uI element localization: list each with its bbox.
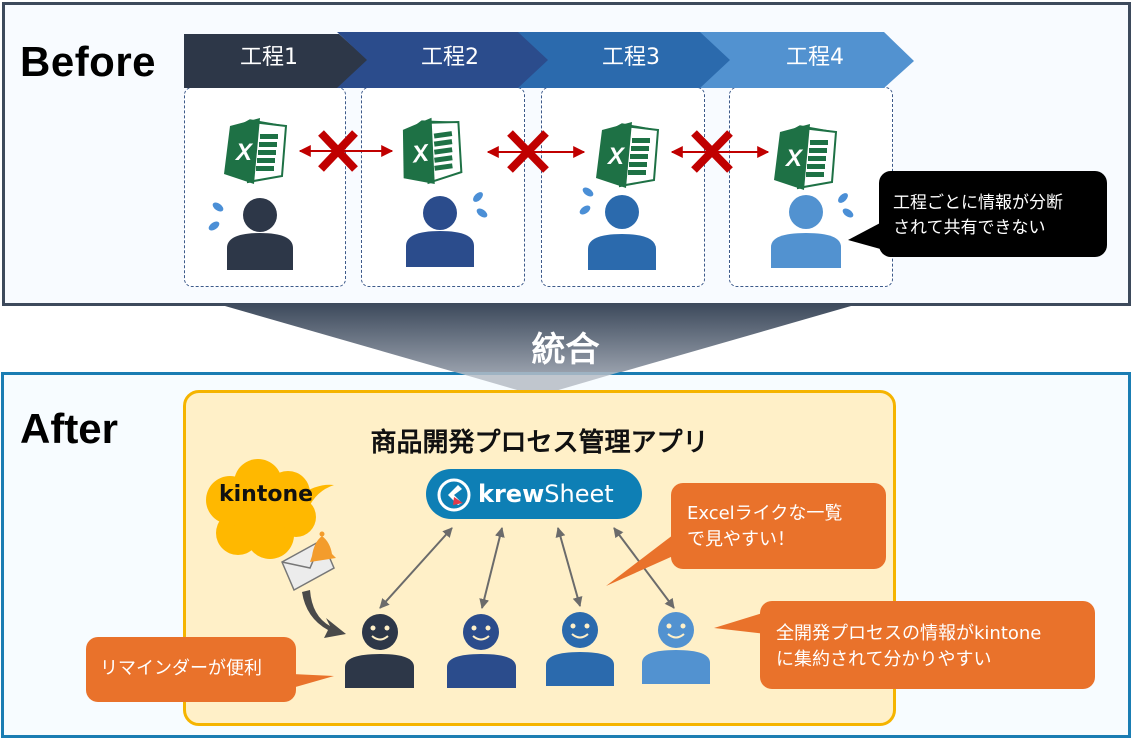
before-label: Before (20, 38, 157, 85)
aggregated-line-2: に集約されて分かりやすい (776, 649, 992, 670)
reminder-callout: リマインダーが便利 (86, 637, 296, 702)
krewsheet-label-regular: Sheet (544, 480, 614, 508)
worried-user-icon-1 (205, 198, 293, 270)
krewsheet-logo-icon (437, 478, 471, 512)
krewsheet-label: krewSheet (478, 480, 614, 508)
worried-user-icon-3 (576, 185, 656, 270)
step-label-1: 工程1 (240, 45, 298, 70)
excel-icon-1 (223, 117, 287, 185)
chevron-step-2 (337, 32, 550, 88)
reminder-line-1: リマインダーが便利 (100, 658, 262, 679)
callout-line-2: されて共有できない (893, 218, 1046, 238)
aggregated-callout-tail (714, 612, 766, 634)
kintone-cloud-icon (206, 459, 334, 559)
after-label: After (20, 405, 119, 452)
krewsheet-badge[interactable] (426, 469, 642, 519)
happy-user-icon-1 (345, 614, 414, 688)
worried-user-icon-4 (771, 190, 855, 268)
chevron-step-1 (184, 34, 369, 88)
excel-like-callout: Excelライクな一覧 で見やすい！ (671, 483, 886, 569)
aggregated-line-1: 全開発プロセスの情報がkintone (776, 623, 1042, 644)
worried-user-icon-2 (406, 189, 489, 267)
red-x-icon-2 (507, 130, 549, 173)
kintone-label: kintone (219, 482, 314, 507)
step-box-4 (729, 87, 893, 287)
step-label-4: 工程4 (786, 45, 844, 70)
funnel-tip (455, 372, 620, 396)
sync-arrow-user-2 (479, 527, 505, 609)
krewsheet-label-bold: krew (478, 480, 545, 508)
reminder-arrow (302, 590, 346, 638)
before-diagram-icons: X (205, 113, 884, 270)
mail-bell-icon (281, 531, 336, 592)
excel-icon-4 (773, 123, 837, 191)
reminder-callout-tail (292, 674, 334, 688)
excel-like-line-2: で見やすい！ (687, 529, 795, 550)
chevron-step-4 (700, 32, 914, 88)
happy-user-icon-3 (546, 612, 614, 686)
excel-icon-3 (595, 121, 659, 189)
chevron-step-3 (518, 32, 732, 88)
callout-tail (848, 222, 884, 250)
sync-arrow-user-3 (555, 527, 583, 607)
fragmented-info-callout: 工程ごとに情報が分断 されて共有できない (879, 171, 1107, 257)
callout-line-1: 工程ごとに情報が分断 (893, 193, 1063, 213)
aggregated-info-callout: 全開発プロセスの情報がkintone に集約されて分かりやすい (760, 601, 1095, 689)
excel-icon-2 (394, 113, 468, 190)
happy-user-icon-2 (447, 614, 516, 688)
step-label-3: 工程3 (602, 45, 660, 70)
sync-arrow-user-1 (379, 527, 453, 609)
red-x-icon-3 (691, 130, 733, 173)
happy-user-icon-4 (642, 612, 710, 684)
app-title: 商品開発プロセス管理アプリ (370, 428, 709, 458)
merge-label: 統合 (531, 330, 600, 370)
merge-funnel (218, 304, 858, 396)
process-chevrons (184, 32, 914, 88)
red-x-icon-1 (318, 130, 358, 172)
excel-like-line-1: Excelライクな一覧 (687, 503, 843, 524)
step-label-2: 工程2 (421, 45, 479, 70)
